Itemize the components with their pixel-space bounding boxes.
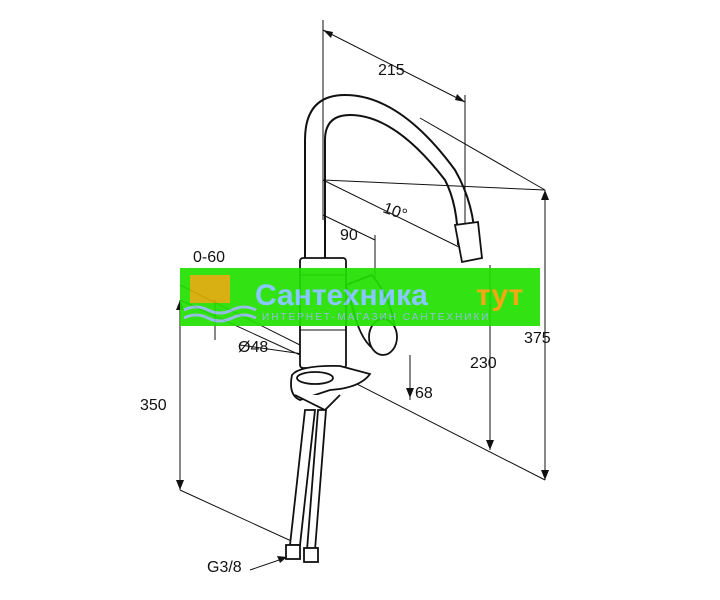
label-215: 215 [378,62,405,79]
label-diameter-48: Ø48 [238,339,268,356]
watermark-title-part1: Сантехника [255,279,428,312]
label-350: 350 [140,397,167,414]
watermark-subtitle: ИНТЕРНЕТ-МАГАЗИН САНТЕХНИКИ [262,312,490,323]
faucet-spout [304,93,483,264]
label-375: 375 [524,330,551,347]
mounting-base [290,365,372,412]
label-0-60: 0-60 [193,249,225,266]
label-68: 68 [415,385,433,402]
supply-hoses [285,409,327,563]
watermark-logo: Сантехника тут ИНТЕРНЕТ-МАГАЗИН САНТЕХНИ… [180,268,540,326]
watermark-title-part2: тут [476,279,523,312]
label-230: 230 [470,355,497,372]
label-g3-8: G3/8 [207,559,242,576]
label-90: 90 [340,227,358,244]
dimension-labels: 215 10° 90 0-60 Ø48 350 68 230 375 G3/8 [140,62,551,576]
watermark-house-icon [183,275,257,323]
